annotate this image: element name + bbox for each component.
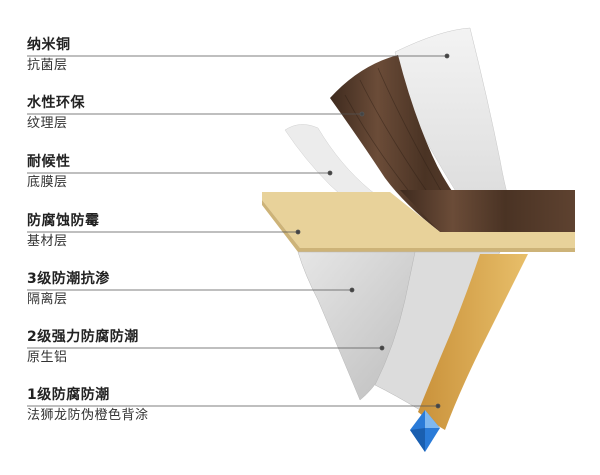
- wood-surface: [400, 190, 575, 232]
- layer-label-4: 防腐蚀防霉 基材层: [27, 213, 100, 250]
- layer-title: 耐候性: [27, 154, 71, 170]
- leader-lines: [27, 53, 450, 409]
- layer-subtitle: 法狮龙防伪橙色背涂: [27, 408, 149, 423]
- layer-label-1: 纳米铜 抗菌层: [27, 37, 71, 74]
- layer-label-6: 2级强力防腐防潮 原生铝: [27, 329, 139, 366]
- layer-subtitle: 基材层: [27, 234, 68, 249]
- layer-label-2: 水性环保 纹理层: [27, 95, 85, 132]
- layer-title: 2级强力防腐防潮: [27, 329, 139, 345]
- substrate-board: [262, 192, 575, 248]
- layer-title: 纳米铜: [27, 37, 71, 53]
- layer-label-7: 1级防腐防潮 法狮龙防伪橙色背涂: [27, 387, 149, 424]
- layer-title: 防腐蚀防霉: [27, 213, 100, 229]
- layer-title: 3级防潮抗渗: [27, 271, 110, 287]
- brand-logo-icon: [410, 410, 440, 452]
- wood-texture-layer: [330, 55, 488, 232]
- layer-label-5: 3级防潮抗渗 隔离层: [27, 271, 110, 308]
- layer-subtitle: 底膜层: [27, 175, 68, 190]
- layer-subtitle: 隔离层: [27, 292, 68, 307]
- orange-back-coating: [418, 254, 528, 430]
- layer-title: 1级防腐防潮: [27, 387, 110, 403]
- layer-subtitle: 原生铝: [27, 350, 68, 365]
- layer-subtitle: 抗菌层: [27, 58, 68, 73]
- layer-title: 水性环保: [27, 95, 85, 111]
- layer-label-3: 耐候性 底膜层: [27, 154, 71, 191]
- layer-subtitle: 纹理层: [27, 116, 68, 131]
